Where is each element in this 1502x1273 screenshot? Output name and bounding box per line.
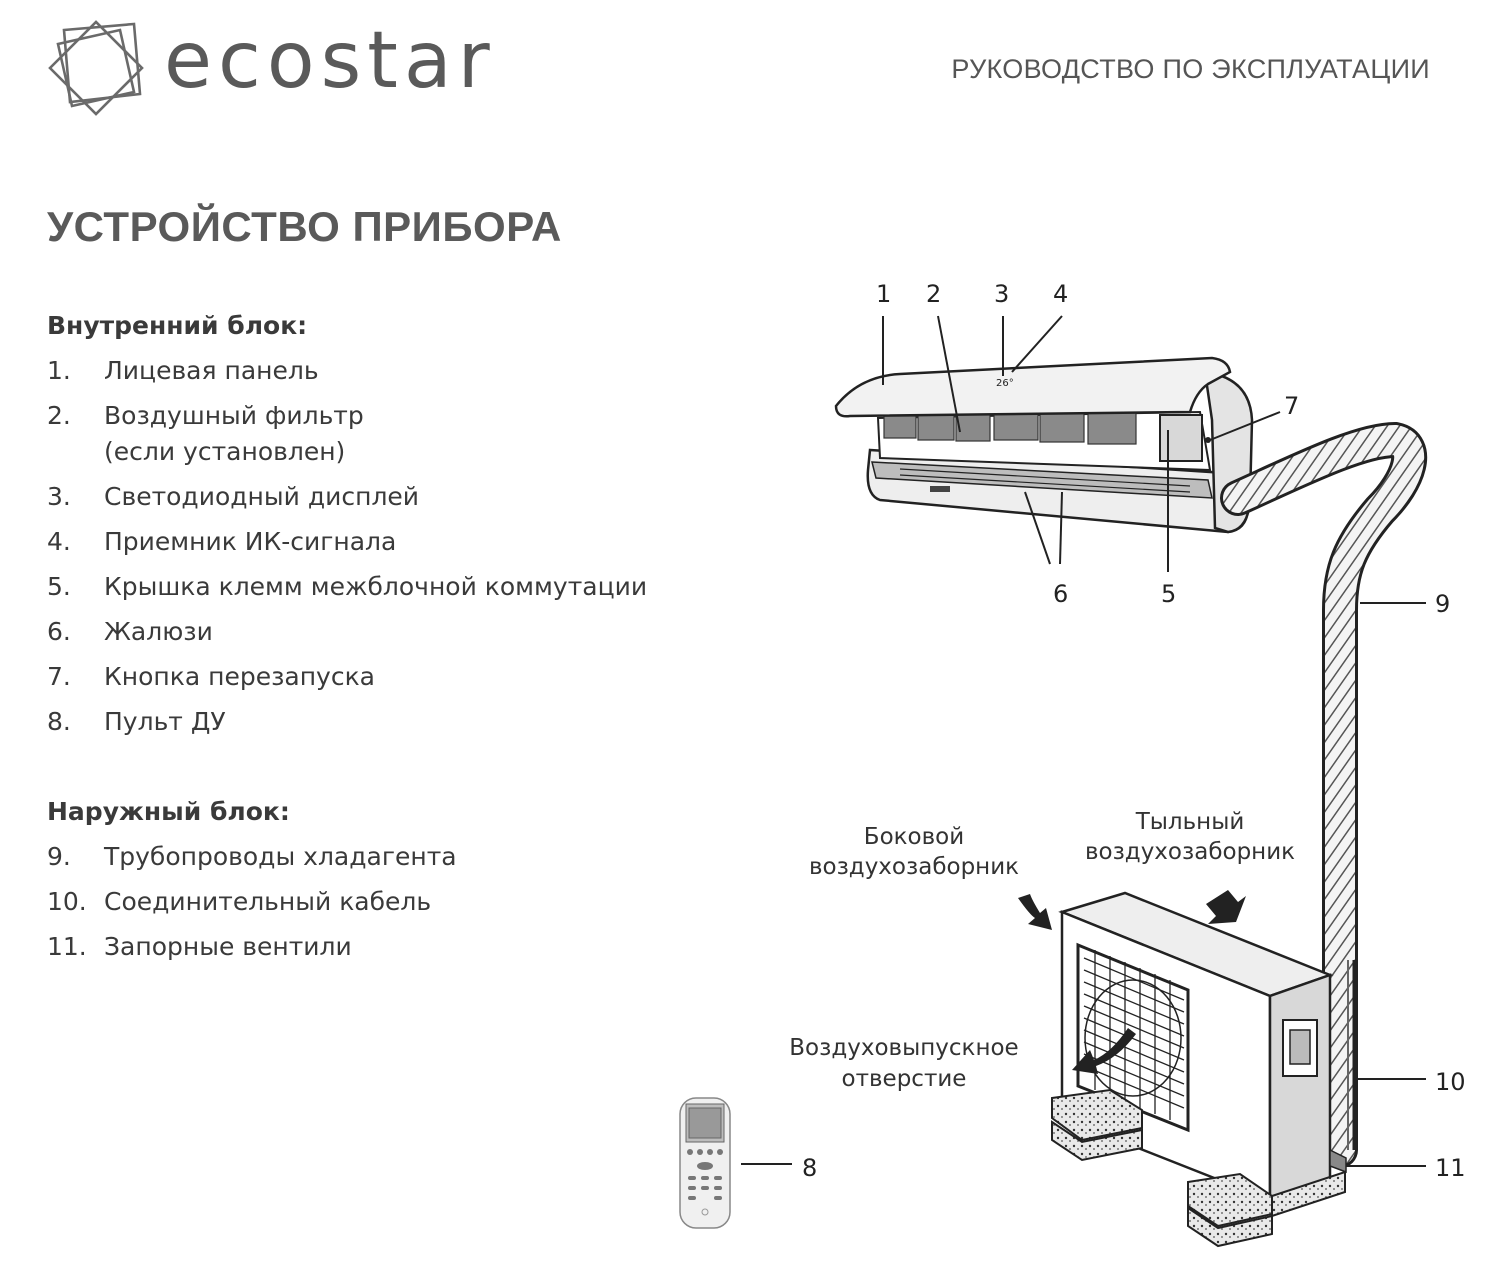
callout-8: 8 [802,1154,817,1182]
callout-7: 7 [1284,392,1299,420]
item-number: 6. [47,617,71,646]
brand-logo: ecostar [44,16,564,120]
logo-mark-icon [48,20,144,116]
callout-10: 10 [1435,1068,1466,1096]
list-item: 7. Кнопка перезапуска [47,659,707,695]
callout-5: 5 [1161,580,1176,608]
item-label: Приемник ИК-сигнала [104,527,397,556]
item-number: 1. [47,356,71,385]
item-number: 9. [47,842,71,871]
list-item: 2. Воздушный фильтр (если установлен) [47,398,707,470]
remote-control [679,1097,731,1229]
section-title: УСТРОЙСТВО ПРИБОРА [47,203,562,250]
callout-1: 1 [876,280,891,308]
callout-3: 3 [994,280,1009,308]
callout-9: 9 [1435,590,1450,618]
list-item: 11. Запорные вентили [47,929,707,965]
item-label: Соединительный кабель [104,887,432,916]
item-label: Воздушный фильтр (если установлен) [104,401,364,466]
item-label: Жалюзи [104,617,213,646]
callout-2: 2 [926,280,941,308]
callout-4: 4 [1053,280,1068,308]
item-number: 7. [47,662,71,691]
item-number: 4. [47,527,71,556]
item-label: Лицевая панель [104,356,319,385]
item-number: 8. [47,707,71,736]
item-label: Запорные вентили [104,932,352,961]
list-item: 3. Светодиодный дисплей [47,479,707,515]
brand-name: ecostar [164,16,496,106]
rear-intake-label-line1: Тыльный [1135,809,1245,835]
outlet-arrow [1072,1028,1136,1074]
item-number: 2. [47,401,71,430]
item-label: Крышка клемм межблочной коммутации [104,572,648,601]
item-label: Пульт ДУ [104,707,226,736]
outdoor-parts-list: 9. Трубопроводы хладагента 10. Соединитель… [47,839,707,974]
list-item: 8. Пульт ДУ [47,704,707,740]
list-item: 4. Приемник ИК-сигнала [47,524,707,560]
list-item: 1. Лицевая панель [47,353,707,389]
list-item: 9. Трубопроводы хладагента [47,839,707,875]
terminal-cover [1159,414,1203,462]
outdoor-unit [1051,891,1347,1248]
list-item: 5. Крышка клемм межблочной коммутации [47,569,707,605]
outlet-label-line1: Воздуховыпускное [789,1035,1018,1061]
rear-intake-label-line2: воздухозаборник [1085,839,1295,865]
item-number: 10. [47,887,87,916]
refrigerant-pipes [1223,424,1425,1165]
item-number: 5. [47,572,71,601]
callout-6: 6 [1053,580,1068,608]
list-item: 10. Соединительный кабель [47,884,707,920]
reset-button [1205,437,1211,443]
side-intake-label-line1: Боковой [864,824,964,850]
side-intake-arrow [1018,894,1052,930]
outlet-label-line2: отверстие [842,1066,967,1092]
item-number: 11. [47,932,87,961]
item-label: Трубопроводы хладагента [104,842,457,871]
indoor-unit-heading: Внутренний блок: [47,311,308,340]
item-label: Кнопка перезапуска [104,662,375,691]
side-intake-label-line2: воздухозаборник [809,854,1019,880]
list-item: 6. Жалюзи [47,614,707,650]
document-title: РУКОВОДСТВО ПО ЭКСПЛУАТАЦИИ [951,54,1430,84]
indoor-parts-list: 1. Лицевая панель 2. Воздушный фильтр (есл… [47,353,707,749]
callout-11: 11 [1435,1154,1466,1182]
item-label: Светодиодный дисплей [104,482,420,511]
item-number: 3. [47,482,71,511]
display-readout: 26° [996,378,1014,389]
front-panel [834,356,1232,418]
indoor-unit: 26° [834,356,1254,534]
leader-lines [741,315,1426,1167]
outdoor-unit-heading: Наружный блок: [47,797,290,826]
rear-intake-arrow [1206,890,1246,924]
